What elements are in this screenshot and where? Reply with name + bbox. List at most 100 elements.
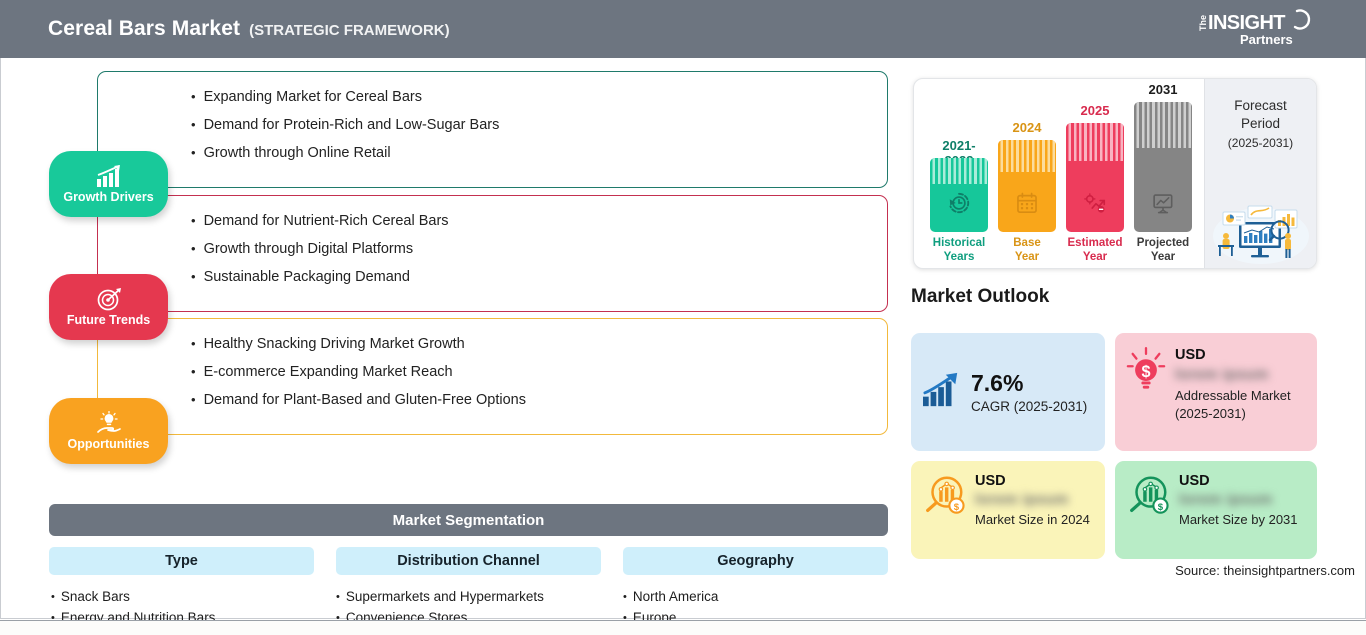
bar-chart-arrow-icon xyxy=(94,164,124,189)
badge-label: Future Trends xyxy=(66,313,151,327)
forecast-bar-label: Historical Years xyxy=(932,237,986,263)
pillar-card-opportunities: •Healthy Snacking Driving Market Growth … xyxy=(97,318,888,435)
list-item: • Demand for Plant-Based and Gluten-Free … xyxy=(191,386,887,414)
bullet-dot-icon: • xyxy=(191,392,196,407)
badge-opportunities: Opportunities xyxy=(49,398,168,464)
lightbulb-dollar-icon: $ xyxy=(1125,346,1167,451)
forecast-timeline-card: 2021-2023 xyxy=(913,78,1317,269)
segment-text: Supermarkets and Hypermarkets xyxy=(345,589,544,604)
badge-label: Growth Drivers xyxy=(63,190,154,204)
svg-text:Partners: Partners xyxy=(1240,32,1293,47)
bullet-dot-icon: • xyxy=(336,611,340,624)
segment-text: North America xyxy=(632,589,719,604)
segmentation-column-header: Geography xyxy=(623,547,888,575)
market-segmentation-header: Market Segmentation xyxy=(49,504,888,536)
outlook-card-cagr: 7.6% CAGR (2025-2031) xyxy=(911,333,1105,451)
bullet-dot-icon: • xyxy=(191,213,196,228)
svg-text:$: $ xyxy=(1141,363,1150,381)
forecast-bar-label: Projected Year xyxy=(1136,237,1190,263)
bullet-dot-icon: • xyxy=(191,364,196,379)
bullet-dot-icon: • xyxy=(191,117,196,132)
forecast-bar-shape xyxy=(1134,102,1192,232)
cagr-value: 7.6% xyxy=(971,370,1024,396)
bullet-dot-icon: • xyxy=(191,336,196,351)
svg-text:The: The xyxy=(1198,15,1208,31)
forecast-gear-icon xyxy=(1083,191,1107,220)
forecast-bar-shape xyxy=(930,158,988,232)
growth-bar-chart-icon xyxy=(921,371,963,414)
forecast-bar-shape xyxy=(1066,123,1124,232)
pillar-card-growth-drivers: • Expanding Market for Cereal Bars • Deman… xyxy=(97,71,888,188)
bullet-dot-icon: • xyxy=(191,145,196,160)
list-item: • Growth through Online Retail xyxy=(191,139,887,167)
bullet-dot-icon: • xyxy=(51,591,55,603)
bullet-text: E-commerce Expanding Market Reach xyxy=(203,364,453,380)
forecast-bar-label: Base Year xyxy=(1013,237,1041,263)
bullet-dot-icon: • xyxy=(623,611,627,624)
bullet-text: Demand for Protein-Rich and Low-Sugar Ba… xyxy=(203,117,500,133)
page-subtitle: (STRATEGIC FRAMEWORK) xyxy=(249,22,450,39)
svg-text:$: $ xyxy=(954,502,960,513)
list-item: • Healthy Snacking Driving Market Growth xyxy=(191,330,887,358)
magnifier-chart-dollar-icon: $ xyxy=(1125,473,1171,559)
right-column: 2021-2023 xyxy=(901,58,1366,619)
bullet-dot-icon: • xyxy=(191,269,196,284)
list-item: • Supermarkets and Hypermarkets xyxy=(336,587,601,608)
horizontal-scrollbar-track[interactable] xyxy=(0,620,1366,635)
page-title: Cereal Bars Market xyxy=(48,17,241,40)
forecast-period-panel: Forecast Period (2025-2031) xyxy=(1204,79,1316,268)
bullet-dot-icon: • xyxy=(336,591,340,603)
forecast-period-title: Forecast Period xyxy=(1234,98,1287,131)
list-item: • Expanding Market for Cereal Bars xyxy=(191,83,887,111)
segmentation-column-header: Type xyxy=(49,547,314,575)
opportunities-bullet-list: •Healthy Snacking Driving Market Growth … xyxy=(98,319,887,414)
badge-growth-drivers: Growth Drivers xyxy=(49,151,168,217)
outlook-card-market-size-2024: $ USD lorem ipsum Market Size in 2024 xyxy=(911,461,1105,559)
target-dart-icon xyxy=(94,287,124,312)
forecast-bar-year: 2025 xyxy=(1080,103,1110,118)
projection-screen-icon xyxy=(1151,191,1175,220)
forecast-bar-label: Estimated Year xyxy=(1067,237,1123,263)
list-item: • Demand for Protein-Rich and Low-Sugar B… xyxy=(191,111,887,139)
card-caption: Market Size in 2024 xyxy=(975,512,1090,527)
bullet-text: Healthy Snacking Driving Market Growth xyxy=(203,336,465,352)
cagr-caption: CAGR (2025-2031) xyxy=(971,399,1088,414)
forecast-period-years: (2025-2031) xyxy=(1227,136,1294,150)
forecast-bar-shape xyxy=(998,140,1056,232)
bullet-text: Expanding Market for Cereal Bars xyxy=(203,89,422,105)
bullet-text: Demand for Plant-Based and Gluten-Free O… xyxy=(203,392,526,408)
page-header: Cereal Bars Market (STRATEGIC FRAMEWORK)… xyxy=(0,0,1366,58)
forecast-bar-year: 2024 xyxy=(1012,120,1042,135)
bullet-dot-icon: • xyxy=(191,241,196,256)
insight-partners-logo: The INSIGHT Partners xyxy=(1196,6,1314,52)
segmentation-column-header: Distribution Channel xyxy=(336,547,601,575)
svg-text:INSIGHT: INSIGHT xyxy=(1208,12,1285,34)
currency-label: USD xyxy=(1179,473,1210,489)
list-item: •Growth through Digital Platforms xyxy=(191,235,887,263)
clock-history-icon xyxy=(947,191,971,220)
bullet-text: Growth through Online Retail xyxy=(203,145,391,161)
hidden-value: lorem ipsum xyxy=(1179,491,1273,508)
card-caption: Market Size by 2031 xyxy=(1179,512,1298,527)
hand-lightbulb-icon xyxy=(94,410,124,436)
forecast-bars: 2021-2023 xyxy=(914,79,1206,268)
hidden-value: lorem ipsum xyxy=(975,491,1069,508)
left-column: •Expanding Market for Cereal Bars •Deman… xyxy=(1,58,901,635)
future-trends-bullet-list: •Demand for Nutrient-Rich Cereal Bars •G… xyxy=(98,196,887,291)
list-item: •Demand for Nutrient-Rich Cereal Bars xyxy=(191,207,887,235)
hidden-value: lorem ipsum xyxy=(1175,366,1269,383)
outlook-card-market-size-2031: $ USD lorem ipsum Market Size by 2031 xyxy=(1115,461,1317,559)
segmentation-column-geography: Geography •North America •Europe •Asia-P… xyxy=(623,547,888,635)
currency-label: USD xyxy=(975,473,1006,489)
segment-text: Snack Bars xyxy=(60,589,130,604)
market-outlook-title: Market Outlook xyxy=(911,286,1050,307)
bullet-dot-icon: • xyxy=(191,89,196,104)
pillar-card-future-trends: •Demand for Nutrient-Rich Cereal Bars •G… xyxy=(97,195,888,312)
outlook-card-addressable-market: $ USD lorem ipsum Addressable Market (20… xyxy=(1115,333,1317,451)
bullet-text: Sustainable Packaging Demand xyxy=(203,269,410,285)
bullet-dot-icon: • xyxy=(51,611,55,624)
segmentation-column-type: Type •Snack Bars •Energy and Nutrition B… xyxy=(49,547,314,628)
forecast-bar-year: 2031 xyxy=(1148,82,1178,97)
source-attribution: Source: theinsightpartners.com xyxy=(1175,563,1355,578)
growth-drivers-bullet-list: • Expanding Market for Cereal Bars • Deman… xyxy=(98,72,887,167)
